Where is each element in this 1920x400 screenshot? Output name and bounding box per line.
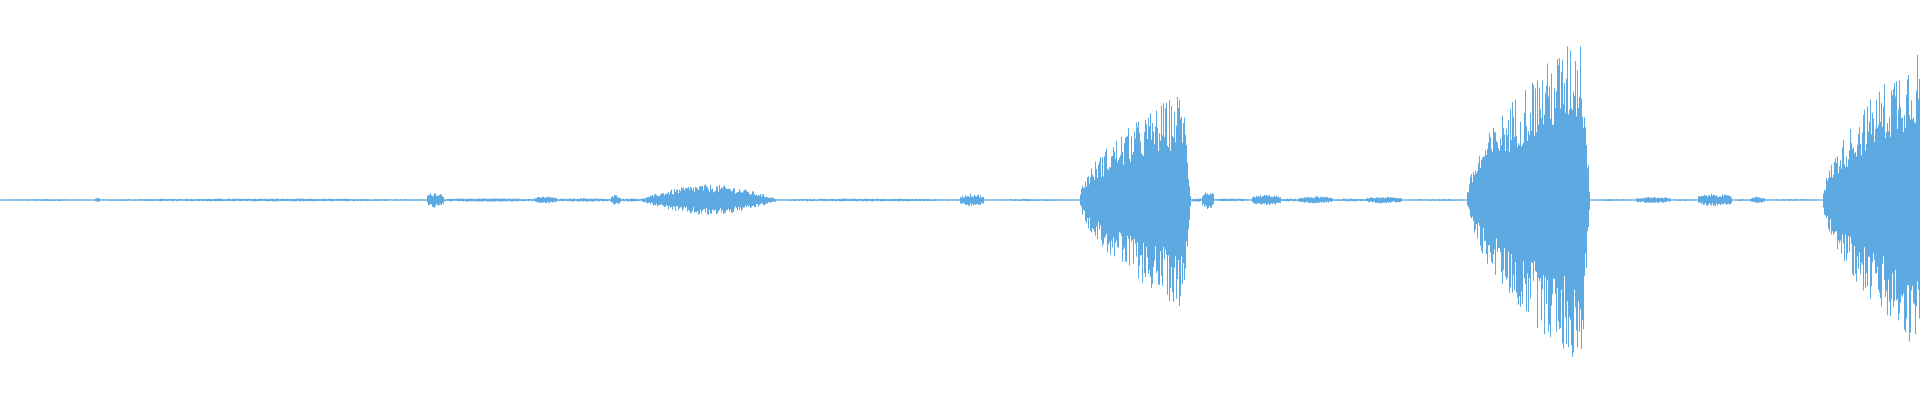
audio-waveform — [0, 46, 1920, 357]
waveform-plot — [0, 46, 1920, 357]
